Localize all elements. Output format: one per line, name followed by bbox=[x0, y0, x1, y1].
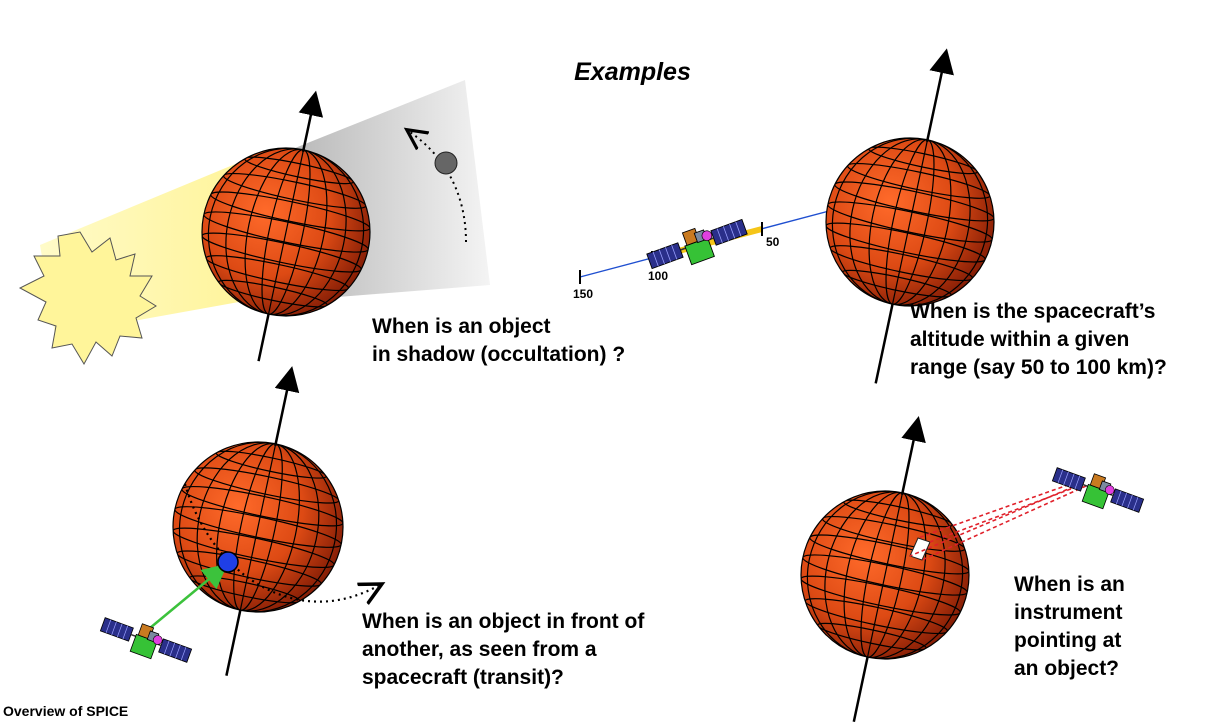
spacecraft-icon bbox=[99, 617, 193, 663]
pointing-example bbox=[800, 416, 1145, 722]
pointing-caption: When is an instrument pointing at an obj… bbox=[1014, 573, 1125, 680]
page-title: Examples bbox=[574, 58, 691, 86]
sun-icon bbox=[18, 231, 157, 366]
altitude-example: 150 100 50 bbox=[573, 48, 995, 384]
moon-icon bbox=[434, 151, 458, 175]
planet-icon bbox=[172, 366, 344, 676]
moon-orbit bbox=[410, 132, 467, 243]
line-of-sight bbox=[149, 563, 228, 629]
transit-example bbox=[99, 366, 378, 676]
spacecraft-icon bbox=[646, 218, 748, 270]
fov-lines bbox=[909, 479, 1087, 561]
shadow-example bbox=[18, 80, 490, 366]
planet-icon bbox=[201, 90, 371, 362]
tick-label: 150 bbox=[573, 287, 593, 301]
shadow-caption: When is an object in shadow (occultation… bbox=[372, 315, 626, 366]
spacecraft-icon bbox=[1051, 467, 1145, 513]
tick-label: 50 bbox=[766, 235, 780, 249]
footprint-square bbox=[909, 537, 931, 561]
planet-icon bbox=[825, 48, 995, 384]
target-icon bbox=[217, 551, 239, 573]
footer-label: Overview of SPICE bbox=[3, 703, 129, 719]
altitude-caption: When is the spacecraft’s altitude within… bbox=[910, 300, 1167, 379]
planet-icon bbox=[800, 416, 970, 722]
transit-caption: When is an object in front of another, a… bbox=[362, 610, 645, 689]
tick-label: 100 bbox=[648, 269, 668, 283]
